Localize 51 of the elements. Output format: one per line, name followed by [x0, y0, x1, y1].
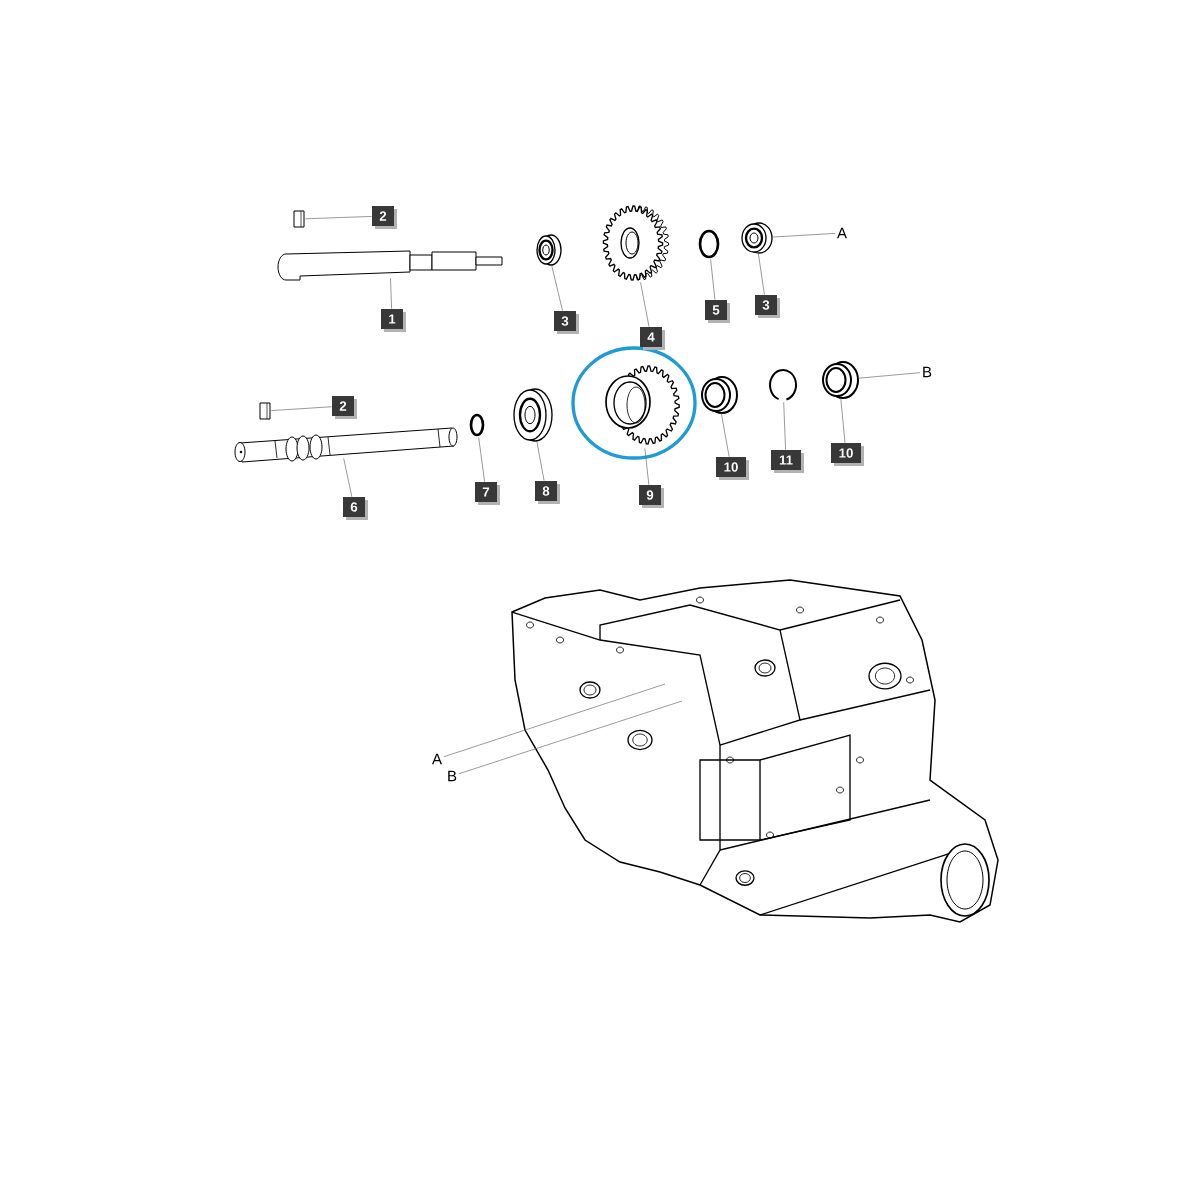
leader-line — [271, 406, 332, 411]
gear-drawing — [602, 205, 670, 281]
bearing-drawing — [536, 234, 562, 266]
ring-drawing — [469, 413, 485, 437]
callout-number: 3 — [755, 295, 780, 318]
callout-number: 1 — [381, 309, 406, 332]
callout-number: 4 — [640, 327, 665, 350]
leader-line — [721, 413, 730, 457]
leader-line — [772, 233, 836, 238]
gear-drawing — [605, 365, 680, 445]
pin-drawing — [293, 210, 305, 228]
seal-drawing — [822, 361, 859, 399]
reference-letter: A — [837, 227, 847, 239]
callout-number: 2 — [372, 206, 397, 229]
ring-drawing — [698, 229, 720, 259]
pin-drawing — [259, 402, 271, 420]
leader-line — [305, 216, 372, 220]
leader-line — [458, 700, 683, 775]
callout-number: 5 — [705, 300, 730, 323]
callout-number: 6 — [343, 497, 368, 520]
callout-number: 9 — [639, 485, 664, 508]
reference-letter: A — [432, 753, 442, 765]
callout-number: 10 — [716, 457, 749, 480]
reference-letter: B — [923, 366, 932, 378]
leader-line — [840, 398, 846, 443]
leader-line — [443, 683, 666, 758]
leader-line — [343, 458, 353, 497]
callout-number: 11 — [771, 450, 804, 473]
housing-drawing — [511, 579, 999, 923]
shaft-drawing — [277, 250, 503, 281]
leader-line — [390, 278, 392, 309]
ring-drawing — [769, 369, 798, 401]
leader-line — [644, 448, 650, 485]
shaft-drawing — [234, 427, 458, 463]
callout-number: 2 — [332, 396, 357, 419]
reference-letter: B — [448, 770, 457, 782]
bearing-drawing — [741, 222, 773, 254]
seal-drawing — [701, 376, 738, 414]
leader-line — [858, 372, 921, 379]
leader-line — [478, 437, 485, 482]
leader-line — [536, 441, 545, 481]
leader-line — [757, 253, 765, 295]
leader-line — [710, 259, 716, 300]
bearing-drawing — [513, 388, 553, 442]
callout-number: 7 — [475, 482, 500, 505]
leader-line — [640, 282, 650, 327]
callout-number: 3 — [554, 311, 579, 334]
callout-number: 10 — [831, 443, 864, 466]
callout-number: 8 — [535, 481, 560, 504]
leader-line — [783, 402, 786, 450]
leader-line — [551, 265, 563, 311]
